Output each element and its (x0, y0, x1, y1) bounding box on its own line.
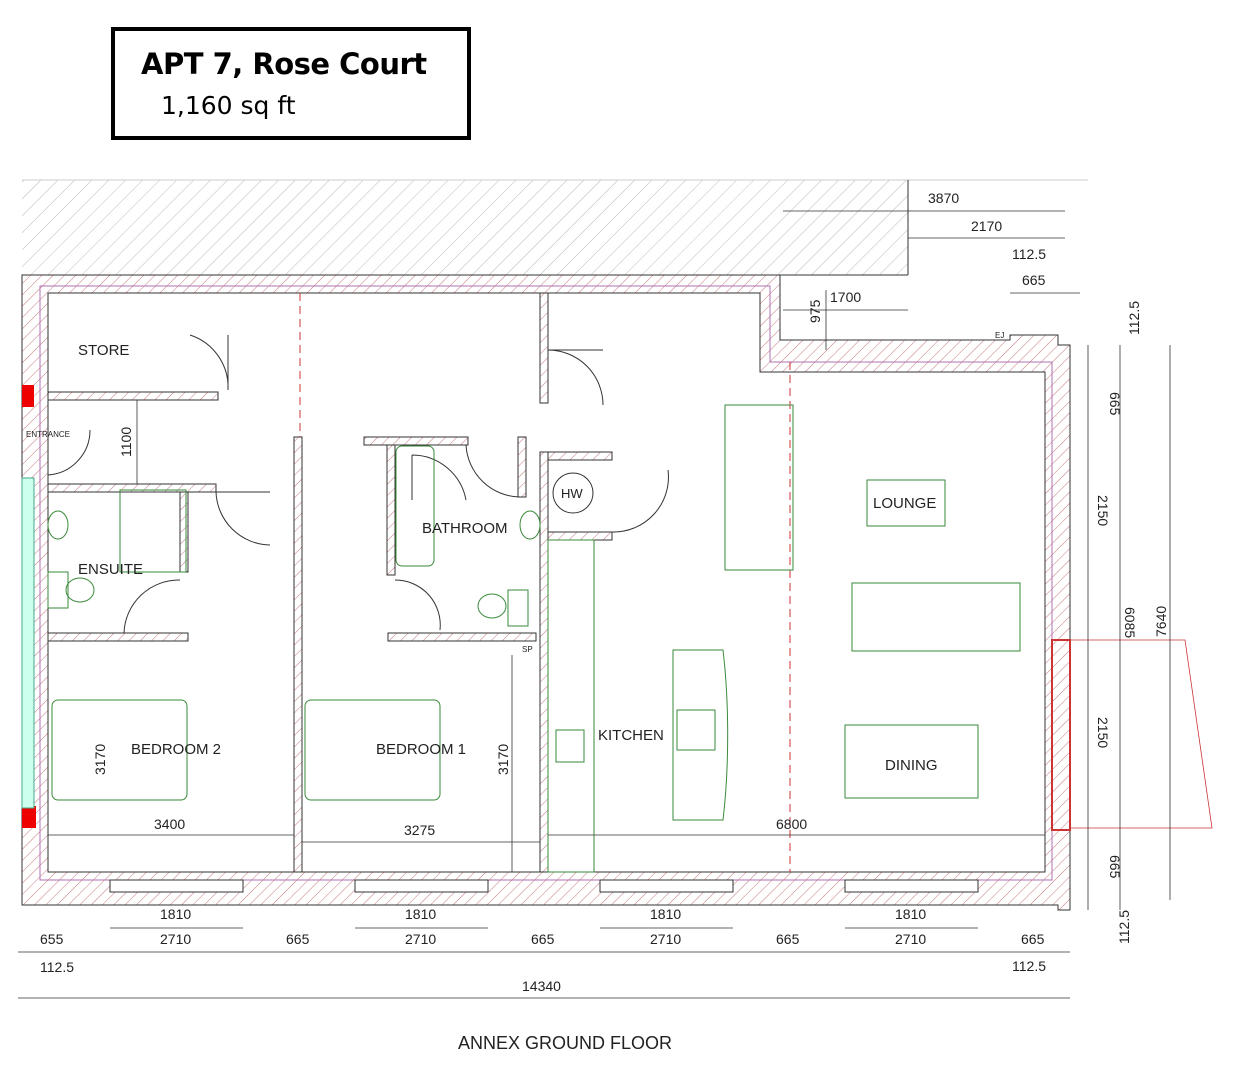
sofa-1 (724, 404, 794, 571)
label-hw: HW (561, 486, 583, 501)
dim-bay-1: 2710 (160, 931, 191, 947)
kitchen-units (547, 539, 595, 873)
label-ensuite: ENSUITE (78, 561, 143, 578)
label-ej: EJ (995, 331, 1004, 340)
dim-3170-bedroom-1: 3170 (495, 744, 511, 775)
furniture (47, 404, 1021, 873)
label-bathroom: BATHROOM (422, 520, 508, 537)
floor-caption: ANNEX GROUND FLOOR (457, 1033, 673, 1053)
dim-3275: 3275 (404, 822, 435, 838)
label-bedroom-1: BEDROOM 1 (376, 741, 466, 758)
title-box: APT 7, Rose Court 1,160 sq ft (111, 27, 471, 140)
dimension-labels: 3870 2170 112.5 665 1700 975 112.5 665 2… (40, 190, 1169, 994)
dim-112-5-top: 112.5 (1012, 246, 1046, 262)
dim-3870: 3870 (928, 190, 959, 206)
basin-bathroom (519, 510, 541, 540)
label-sp: SP (522, 645, 533, 654)
dim-975: 975 (807, 299, 823, 323)
basin-ensuite (47, 510, 69, 540)
internal-walls (47, 292, 613, 873)
grid-lines (299, 293, 791, 872)
wc-bathroom (507, 589, 529, 627)
dim-pier-1: 655 (40, 931, 64, 947)
bottom-windows (109, 879, 979, 893)
wc-ensuite (47, 571, 69, 609)
label-bedroom-2: BEDROOM 2 (131, 741, 221, 758)
bed-2 (51, 699, 188, 801)
apartment-title: APT 7, Rose Court (141, 47, 427, 81)
dim-window-2: 1810 (405, 906, 436, 922)
dim-3170-bedroom-2: 3170 (92, 744, 108, 775)
dim-window-3: 1810 (650, 906, 681, 922)
dim-total-14340: 14340 (522, 978, 561, 994)
dim-2150-lower: 2150 (1095, 717, 1111, 748)
dim-6085: 6085 (1122, 607, 1138, 638)
dim-edge-left: 112.5 (40, 959, 74, 975)
sofa-2 (851, 582, 1021, 652)
hob (676, 709, 716, 751)
kitchen-island (672, 649, 729, 821)
label-dining: DINING (885, 757, 938, 774)
dim-3400: 3400 (154, 816, 185, 832)
dim-2150-upper: 2150 (1095, 495, 1111, 526)
dim-6800: 6800 (776, 816, 807, 832)
dim-pier-5: 665 (1021, 931, 1045, 947)
label-store: STORE (78, 342, 129, 359)
dining-table (844, 724, 979, 799)
dimension-lines (18, 210, 1171, 999)
shower-tray (119, 489, 187, 573)
bath (395, 445, 435, 567)
label-entrance: ENTRANCE (26, 430, 70, 439)
dim-665-right-top: 665 (1107, 392, 1123, 416)
external-walls (21, 274, 1213, 911)
dim-112-5-right-bottom: 112.5 (1116, 910, 1132, 944)
dim-665-top: 665 (1022, 272, 1046, 288)
dim-2170: 2170 (971, 218, 1002, 234)
room-labels: STORE ENTRANCE ENSUITE BATHROOM HW SP EJ… (26, 331, 1004, 774)
dim-pier-4: 665 (776, 931, 800, 947)
dim-window-1: 1810 (160, 906, 191, 922)
dim-edge-right: 112.5 (1012, 958, 1046, 974)
dim-bay-4: 2710 (895, 931, 926, 947)
label-kitchen: KITCHEN (598, 727, 664, 744)
dim-window-4: 1810 (895, 906, 926, 922)
dim-1700: 1700 (830, 289, 861, 305)
adjacent-building (22, 179, 1088, 276)
dim-1100: 1100 (118, 427, 134, 457)
door-swings (47, 334, 669, 634)
sink (555, 729, 585, 763)
dim-7640: 7640 (1153, 606, 1169, 637)
floor-area: 1,160 sq ft (161, 91, 296, 120)
bed-1 (304, 699, 441, 801)
dim-665-right-bottom: 665 (1107, 855, 1123, 879)
hot-water-cylinder (552, 472, 594, 514)
label-lounge: LOUNGE (873, 495, 936, 512)
dim-pier-3: 665 (531, 931, 555, 947)
dim-bay-3: 2710 (650, 931, 681, 947)
dim-bay-2: 2710 (405, 931, 436, 947)
dim-112-5-right-top: 112.5 (1126, 301, 1142, 335)
dim-pier-2: 665 (286, 931, 310, 947)
